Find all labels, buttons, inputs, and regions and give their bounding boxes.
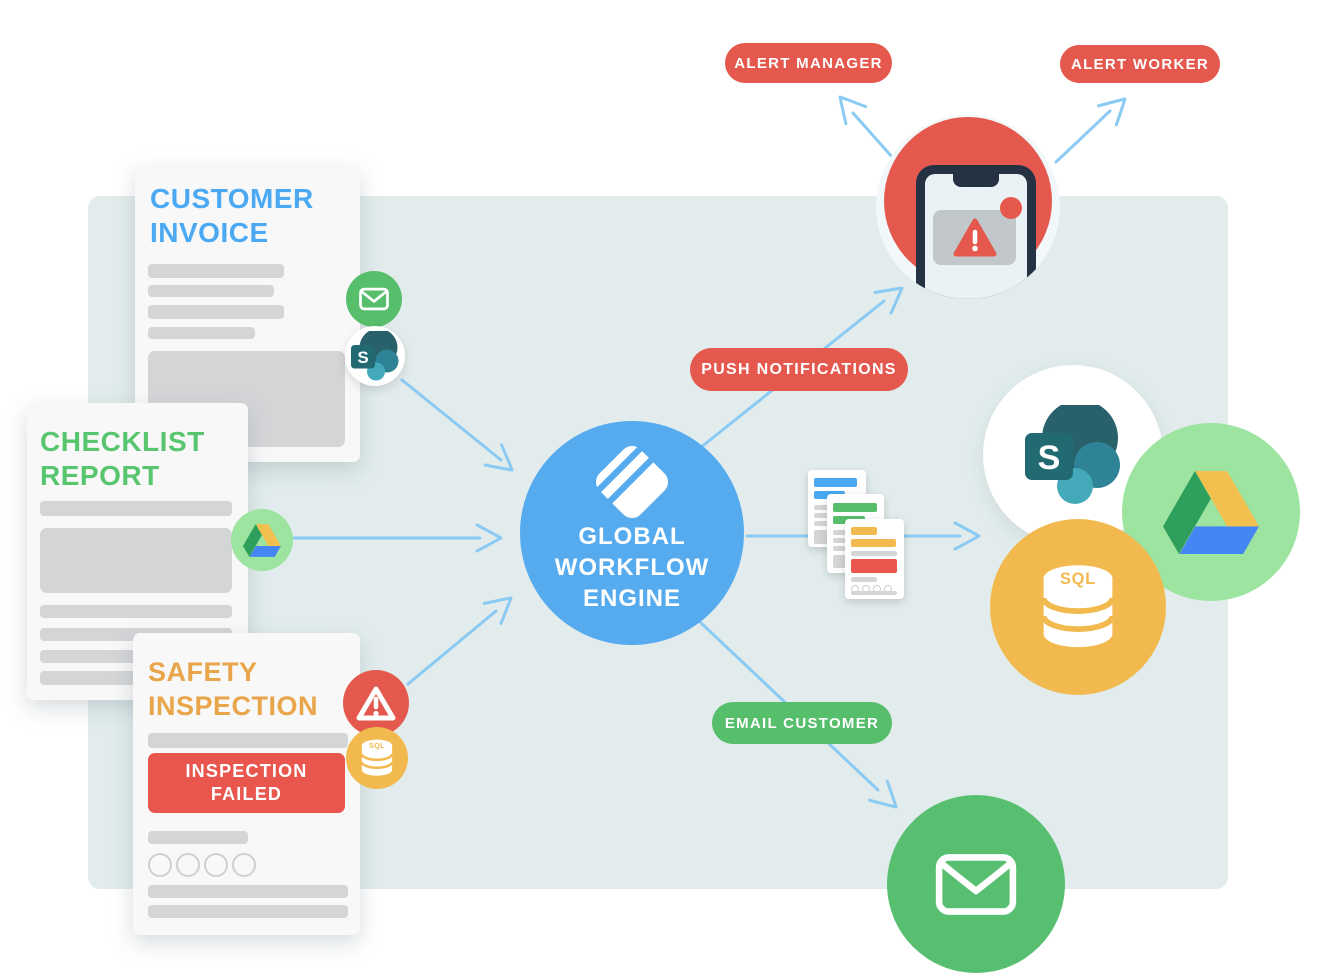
placeholder-bar bbox=[148, 285, 274, 297]
checkbox-placeholder bbox=[176, 853, 200, 877]
placeholder-bar bbox=[148, 831, 248, 844]
inspection-failed-badge: INSPECTION FAILED bbox=[148, 753, 345, 813]
mini-bar bbox=[814, 513, 829, 518]
mini-bar bbox=[851, 591, 897, 595]
mini-bar bbox=[851, 539, 896, 547]
placeholder-bar bbox=[148, 264, 284, 278]
placeholder-bar bbox=[148, 885, 348, 898]
mini-doc-safety bbox=[845, 519, 904, 599]
google-drive-icon bbox=[1163, 470, 1259, 554]
placeholder-bar bbox=[148, 327, 255, 339]
customer-invoice-title: CUSTOMER INVOICE bbox=[150, 183, 314, 248]
sql-label: SQL bbox=[369, 741, 385, 750]
mini-bar bbox=[833, 530, 847, 535]
mini-status-block bbox=[851, 559, 897, 573]
sql-badge: SQL bbox=[346, 727, 408, 789]
mini-bar bbox=[851, 577, 877, 582]
sharepoint-icon: S bbox=[1025, 405, 1120, 504]
push-notification-device bbox=[876, 115, 1060, 299]
mini-bar bbox=[814, 505, 829, 510]
engine-title: GLOBAL WORKFLOW ENGINE bbox=[554, 523, 710, 612]
warning-triangle-icon bbox=[356, 686, 396, 720]
placeholder-bar bbox=[148, 305, 284, 319]
workflow-engine-logo-icon bbox=[590, 440, 674, 524]
sql-database-icon: SQL bbox=[360, 739, 394, 776]
notification-card bbox=[933, 210, 1016, 265]
alert-manager-label: ALERT MANAGER bbox=[734, 54, 883, 72]
arrow-phone-to-alert-manager bbox=[838, 95, 895, 160]
mini-bar bbox=[851, 551, 897, 556]
placeholder-block bbox=[40, 528, 232, 593]
checkbox-placeholder bbox=[148, 853, 172, 877]
push-notifications-pill: PUSH NOTIFICATIONS bbox=[690, 348, 908, 391]
mini-bar bbox=[814, 521, 829, 526]
alert-worker-label: ALERT WORKER bbox=[1070, 55, 1210, 73]
notification-dot bbox=[1000, 197, 1022, 219]
mini-bar bbox=[833, 538, 847, 543]
google-drive-badge bbox=[231, 509, 293, 571]
sharepoint-icon: S bbox=[351, 331, 399, 381]
sql-destination: SQL bbox=[990, 519, 1166, 695]
mini-bar bbox=[833, 503, 877, 512]
global-workflow-engine: GLOBAL WORKFLOW ENGINE bbox=[520, 421, 744, 645]
sql-database-icon: SQL bbox=[1040, 565, 1116, 648]
placeholder-bar bbox=[148, 733, 348, 748]
email-badge bbox=[346, 271, 402, 327]
placeholder-bar bbox=[148, 905, 348, 918]
mini-bar bbox=[814, 478, 857, 487]
sql-label: SQL bbox=[1060, 570, 1096, 588]
phone-notch bbox=[953, 174, 999, 187]
email-customer-pill: EMAIL CUSTOMER bbox=[712, 702, 892, 744]
placeholder-bar bbox=[40, 501, 232, 516]
checkbox-placeholder bbox=[232, 853, 256, 877]
mini-bar bbox=[833, 546, 847, 551]
envelope-icon bbox=[359, 287, 389, 311]
safety-inspection-title: SAFETY INSPECTION bbox=[148, 657, 319, 721]
alert-worker-pill: ALERT WORKER bbox=[1060, 45, 1220, 83]
mini-block bbox=[814, 530, 831, 544]
arrow-phone-to-alert-worker bbox=[1054, 97, 1127, 164]
sharepoint-letter: S bbox=[1038, 439, 1061, 477]
checklist-report-title: CHECKLIST REPORT bbox=[40, 426, 205, 491]
sharepoint-badge: S bbox=[345, 326, 405, 386]
alert-badge bbox=[343, 670, 409, 736]
checkbox-placeholder bbox=[204, 853, 228, 877]
warning-triangle-icon bbox=[953, 218, 996, 257]
email-destination bbox=[887, 795, 1065, 973]
google-drive-icon bbox=[243, 523, 281, 557]
email-customer-label: EMAIL CUSTOMER bbox=[724, 714, 880, 732]
placeholder-bar bbox=[40, 605, 232, 618]
mini-bar bbox=[851, 527, 877, 535]
alert-manager-pill: ALERT MANAGER bbox=[725, 43, 892, 83]
safety-inspection-card: SAFETY INSPECTION INSPECTION FAILED bbox=[133, 633, 360, 935]
sharepoint-letter: S bbox=[357, 348, 368, 367]
envelope-icon bbox=[935, 853, 1017, 915]
push-notifications-label: PUSH NOTIFICATIONS bbox=[701, 360, 897, 378]
